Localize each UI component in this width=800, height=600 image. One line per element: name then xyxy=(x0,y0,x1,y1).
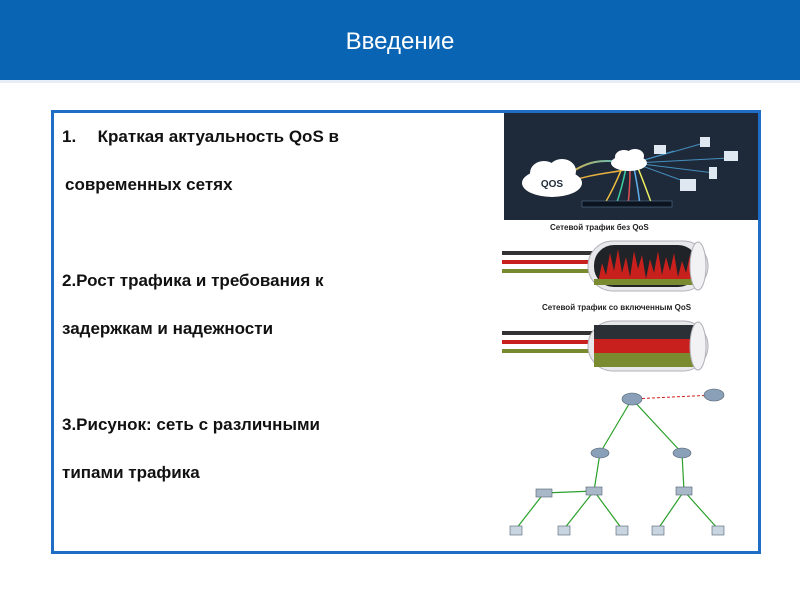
router-icon xyxy=(621,392,643,406)
list-item-2-line1: 2.Рост трафика и требования к xyxy=(62,271,324,290)
phone-icon xyxy=(709,167,717,179)
traffic-with-qos-image: Сетевой трафик со включенным QoS xyxy=(498,303,718,381)
pc-icon xyxy=(557,525,571,536)
list-item-1-line1: Краткая актуальность QoS в xyxy=(97,127,339,146)
pc-icon xyxy=(711,525,725,536)
server-icon xyxy=(700,137,710,147)
router-icon xyxy=(672,447,692,459)
list-item-1-number: 1. xyxy=(62,127,77,146)
tv-icon xyxy=(680,179,696,191)
central-cloud-icon xyxy=(611,149,647,171)
pc-icon xyxy=(615,525,629,536)
qos-network-image: QOS xyxy=(504,113,758,220)
traffic-without-qos-title: Сетевой трафик без QoS xyxy=(550,223,649,232)
traffic-with-qos-title: Сетевой трафик со включенным QoS xyxy=(542,303,692,312)
traffic-with-qos-illustration xyxy=(502,320,709,372)
qos-network-illustration: QOS xyxy=(522,137,738,208)
cloud-icon xyxy=(522,159,582,197)
router-icon xyxy=(703,388,725,402)
switch-icon xyxy=(585,486,603,496)
list-item-3-line2: типами трафика xyxy=(62,463,200,482)
router-icon xyxy=(590,447,610,459)
traffic-without-qos-illustration xyxy=(502,240,709,292)
slide-title: Введение xyxy=(345,28,455,55)
list-item-2-line2: задержкам и надежности xyxy=(62,319,274,338)
switch-icon xyxy=(535,488,553,498)
list-item-1-line2: современных сетях xyxy=(65,175,233,194)
pc-icon xyxy=(509,525,523,536)
list-item-1: 1. Краткая актуальность QoS в xyxy=(62,127,339,147)
traffic-without-qos-image: Сетевой трафик без QoS xyxy=(498,223,718,301)
list-item-3-line1: 3.Рисунок: сеть с различными xyxy=(62,415,320,434)
monitor-icon xyxy=(654,145,666,154)
laptop-icon xyxy=(724,151,738,161)
switch-icon xyxy=(675,486,693,496)
network-topology-diagram xyxy=(509,388,725,536)
pc-icon xyxy=(651,525,665,536)
content-box: 1. Краткая актуальность QoS в современны… xyxy=(51,110,761,554)
qos-cloud-label: QOS xyxy=(541,179,564,190)
network-topology-image xyxy=(504,381,758,549)
slide-header: Введение xyxy=(0,0,800,83)
